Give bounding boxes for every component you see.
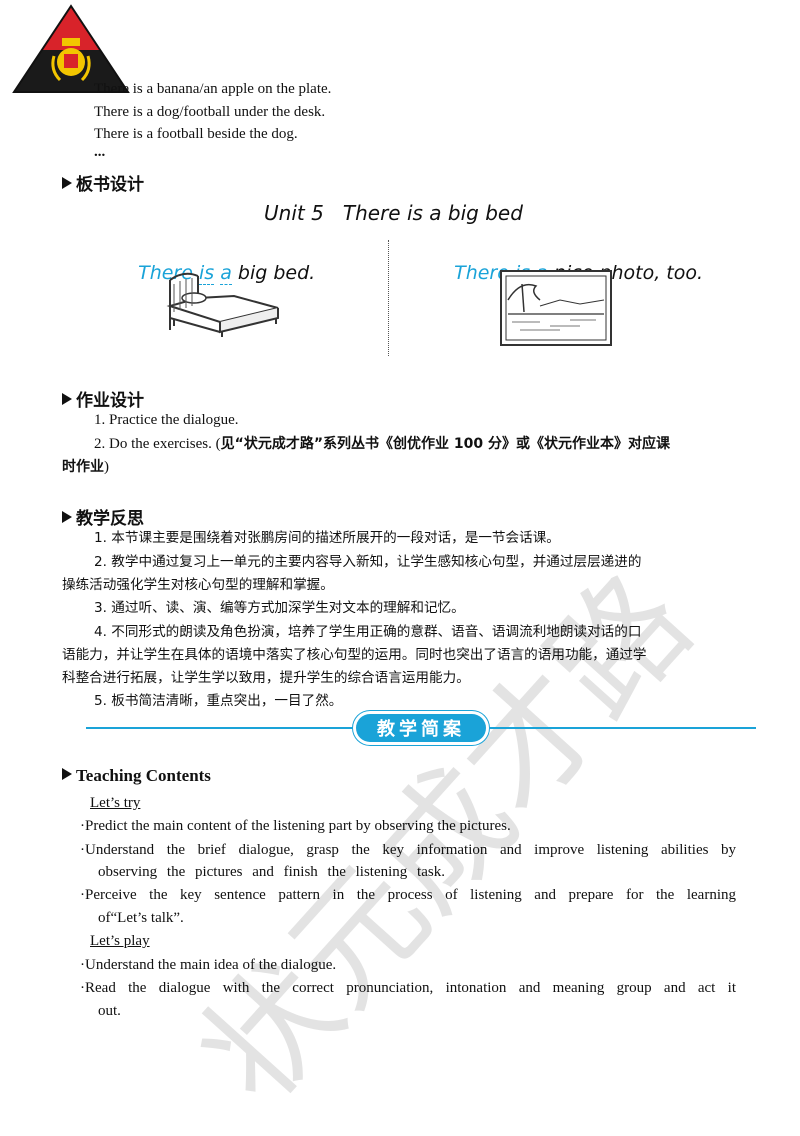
- homework-item-1: 1. Practice the dialogue.: [94, 412, 239, 428]
- try-item-3-cont: of“Let’s talk”.: [98, 910, 184, 926]
- example-line-2: There is a dog/football under the desk.: [94, 104, 326, 120]
- homework-item-2-d: ): [104, 459, 109, 475]
- homework-item-2-a: 2. Do the exercises. (: [94, 436, 221, 452]
- reflection-line-4: 3. 通过听、读、演、编等方式加深学生对文本的理解和记忆。: [94, 600, 465, 616]
- reflection-line-7: 科整合进行拓展，让学生学以致用，提升学生的综合语言运用能力。: [62, 670, 470, 686]
- board-left-a: a: [220, 262, 232, 285]
- board-right-there: There: [454, 262, 509, 284]
- board-heading-text: 板书设计: [76, 175, 144, 195]
- example-line-3: There is a football beside the dog.: [94, 126, 298, 142]
- triangle-bullet-icon: [62, 177, 72, 189]
- example-line-1: There is a banana/an apple on the plate.: [94, 81, 332, 97]
- reflection-line-6: 语能力，并让学生在具体的语境中落实了核心句型的运用。同时也突出了语言的语用功能，…: [62, 647, 647, 663]
- reflection-line-1: 1. 本节课主要是围绕着对张鹏房间的描述所展开的一段对话，是一节会话课。: [94, 530, 560, 546]
- homework-heading: 作业设计: [62, 386, 144, 411]
- board-title: Unit 5 There is a big bed: [264, 201, 523, 225]
- try-item-1: ·Predict the main content of the listeni…: [80, 818, 511, 834]
- board-heading: 板书设计: [62, 170, 144, 195]
- homework-item-2-cont: 时作业): [62, 456, 109, 478]
- lets-try-label: Let’s try: [90, 795, 141, 811]
- board-left-is: is: [198, 262, 215, 285]
- homework-item-2-b: 见“状元成才路”系列丛书《创优作业 100 分》或《状元作业本》对应课: [220, 436, 670, 452]
- banner-label: 教学简案: [377, 719, 465, 740]
- reflection-line-2: 2. 教学中通过复习上一单元的主要内容导入新知，让学生感知核心句型，并通过层层递…: [94, 554, 642, 570]
- board-left-rest: big bed.: [231, 262, 316, 284]
- reflection-heading-text: 教学反思: [76, 509, 144, 529]
- triangle-bullet-icon: [62, 768, 72, 780]
- triangle-bullet-icon: [62, 393, 72, 405]
- reflection-heading: 教学反思: [62, 504, 144, 529]
- play-item-1: ·Understand the main idea of the dialogu…: [80, 957, 337, 973]
- example-ellipsis: ...: [94, 144, 106, 160]
- contents-heading: Teaching Contents: [62, 766, 211, 786]
- homework-item-2-c: 时作业: [62, 459, 104, 475]
- lets-play-label: Let’s play: [90, 933, 150, 949]
- section-banner: 教学简案: [86, 714, 756, 742]
- homework-item-2: 2. Do the exercises. (见“状元成才路”系列丛书《创优作业 …: [94, 433, 670, 455]
- try-item-2-cont: observing the pictures and finish the li…: [98, 864, 445, 880]
- bed-icon: [160, 268, 284, 338]
- try-item-3: ·Perceive the key sentence pattern in th…: [80, 887, 736, 903]
- board-left-sentence: There is a big bed.: [126, 240, 316, 285]
- reflection-line-5: 4. 不同形式的朗读及角色扮演，培养了学生用正确的意群、语音、语调流利地朗读对话…: [94, 624, 642, 640]
- contents-heading-text: Teaching Contents: [76, 766, 211, 785]
- homework-heading-text: 作业设计: [76, 391, 144, 411]
- triangle-bullet-icon: [62, 511, 72, 523]
- reflection-line-3: 操练活动强化学生对核心句型的理解和掌握。: [62, 577, 334, 593]
- board-left-there: There: [138, 262, 193, 284]
- board-divider: [388, 240, 389, 356]
- photo-icon: [500, 270, 612, 346]
- try-item-2: ·Understand the brief dialogue, grasp th…: [80, 842, 736, 858]
- reflection-line-8: 5. 板书简洁清晰，重点突出，一目了然。: [94, 693, 343, 709]
- play-item-2-cont: out.: [98, 1003, 121, 1019]
- logo: [12, 4, 130, 94]
- play-item-2: ·Read the dialogue with the correct pron…: [80, 980, 736, 996]
